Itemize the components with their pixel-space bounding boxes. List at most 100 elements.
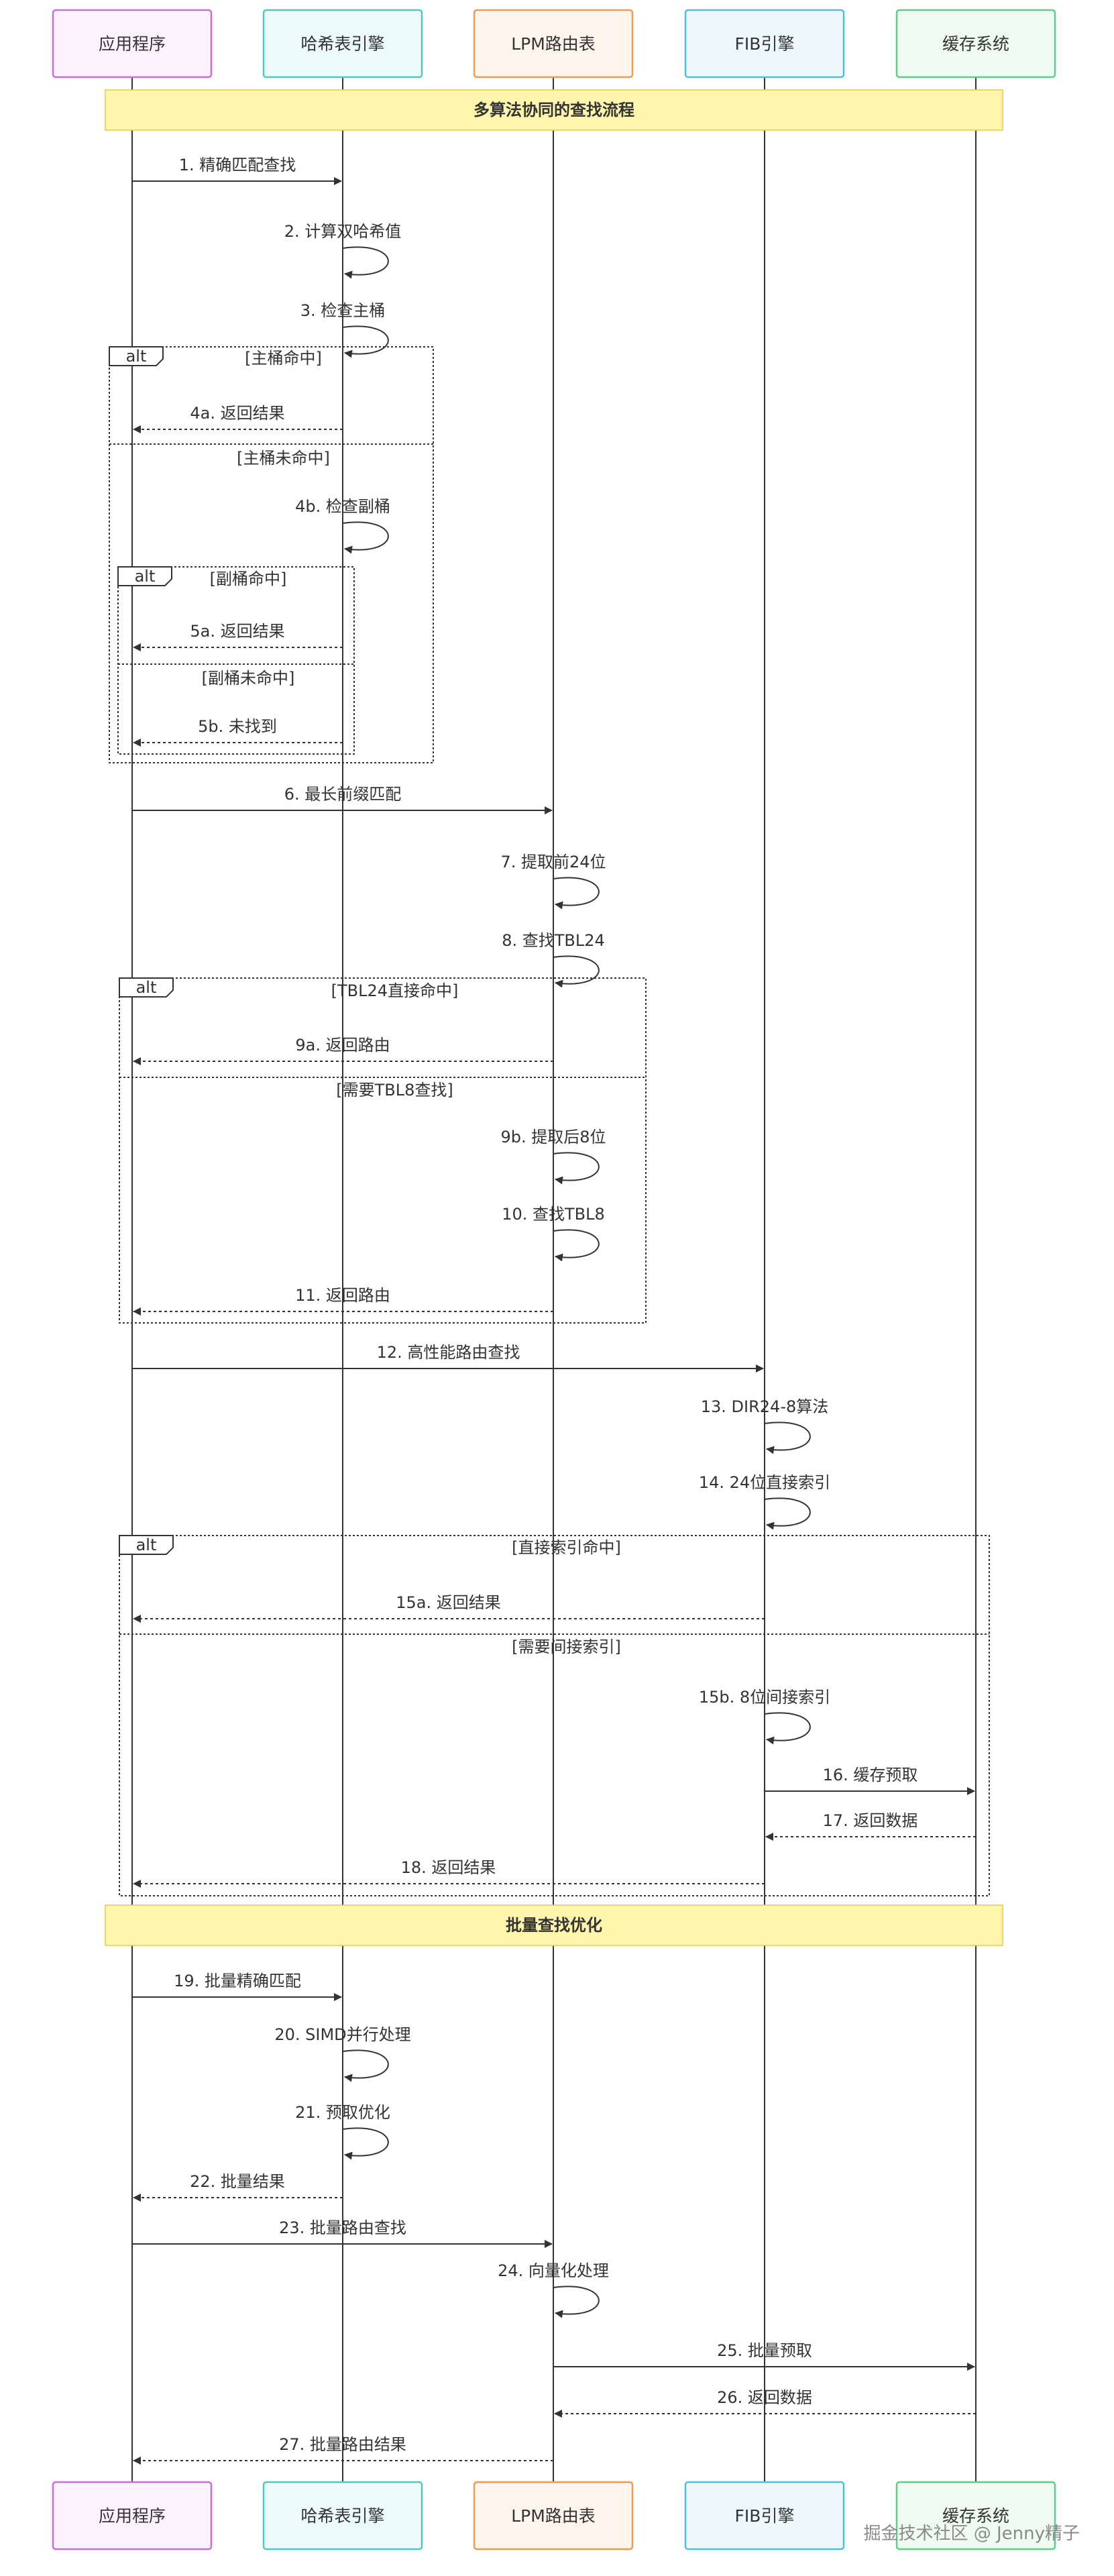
- message-16: 13. DIR24-8算法: [701, 1397, 828, 1454]
- message-label: 17. 返回数据: [823, 1811, 918, 1830]
- message-label: 9a. 返回路由: [295, 1036, 390, 1055]
- fragment-keyword: alt: [136, 1536, 157, 1554]
- message-4: 4a. 返回结果: [133, 404, 343, 433]
- fragment-frame: [119, 1535, 990, 1896]
- message-30: 26. 返回数据: [554, 2388, 976, 2418]
- message-5: 4b. 检查副桶: [295, 497, 390, 554]
- participant-box: [262, 2481, 423, 2551]
- participant-cache-top: 缓存系统: [895, 9, 1056, 78]
- participant-lpm-bottom: LPM路由表: [473, 2481, 634, 2551]
- participant-cache-bottom: 缓存系统: [895, 2481, 1056, 2551]
- message-17: 14. 24位直接索引: [699, 1473, 830, 1530]
- message-31: 27. 批量路由结果: [133, 2435, 553, 2465]
- participant-box: [684, 2481, 845, 2551]
- self-message-arrow: [342, 325, 389, 358]
- message-label: 24. 向量化处理: [498, 2261, 609, 2280]
- self-message-arrow: [764, 1712, 811, 1745]
- participant-box: [473, 2481, 634, 2551]
- participant-label: 应用程序: [99, 2506, 166, 2526]
- self-message-arrow: [553, 1152, 600, 1185]
- self-message-arrow: [764, 1497, 811, 1530]
- participant-fib-top: FIB引擎: [684, 9, 845, 78]
- self-message-arrow: [553, 877, 600, 910]
- message-3: 3. 检查主桶: [300, 301, 389, 358]
- message-22: 18. 返回结果: [133, 1858, 765, 1888]
- alt-fragment-1: alt [主桶命中] [主桶未命中]: [109, 346, 434, 763]
- note-text: 批量查找优化: [506, 1916, 602, 1935]
- participant-box: [895, 2481, 1056, 2551]
- message-10: 8. 查找TBL24: [502, 931, 605, 988]
- message-label: 10. 查找TBL8: [502, 1205, 605, 1224]
- watermark: 掘金技术社区 @ Jenny精子: [863, 2524, 1080, 2544]
- message-1: 1. 精确匹配查找: [132, 156, 342, 185]
- participant-box: [473, 9, 634, 78]
- participant-label: 缓存系统: [942, 2506, 1009, 2526]
- message-label: 2. 计算双哈希值: [284, 222, 402, 241]
- self-message-arrow: [553, 1229, 600, 1262]
- message-12: 9b. 提取后8位: [500, 1128, 606, 1185]
- fragment-condition: [主桶命中]: [245, 349, 322, 368]
- self-message-arrow: [342, 2049, 389, 2082]
- message-15: 12. 高性能路由查找: [132, 1343, 764, 1373]
- message-label: 7. 提取前24位: [500, 853, 606, 871]
- participant-box: [262, 9, 423, 78]
- fragment-condition: [直接索引命中]: [512, 1538, 621, 1557]
- participant-app-top: 应用程序: [52, 9, 213, 78]
- message-11: 9a. 返回路由: [133, 1036, 553, 1065]
- message-label: 3. 检查主桶: [300, 301, 386, 320]
- self-message-arrow: [764, 1421, 811, 1454]
- alt-fragment-2: alt[副桶命中][副桶未命中]: [117, 566, 355, 755]
- message-label: 16. 缓存预取: [823, 1766, 918, 1784]
- fragment-condition: [副桶未命中]: [202, 669, 295, 688]
- message-label: 22. 批量结果: [190, 2172, 285, 2191]
- message-label: 27. 批量路由结果: [279, 2435, 406, 2454]
- message-18: 15a. 返回结果: [133, 1593, 765, 1623]
- fragment-condition: [需要间接索引]: [512, 1638, 621, 1656]
- self-message-arrow: [342, 2127, 389, 2160]
- message-label: 4a. 返回结果: [190, 404, 284, 423]
- message-label: 11. 返回路由: [295, 1286, 390, 1305]
- participant-hash-top: 哈希表引擎: [262, 9, 423, 78]
- self-message-arrow: [342, 246, 389, 279]
- message-2: 2. 计算双哈希值: [284, 222, 402, 279]
- note-text: 多算法协同的查找流程: [474, 101, 634, 119]
- participant-box: [52, 9, 213, 78]
- message-label: 18. 返回结果: [401, 1858, 496, 1877]
- fragment-frame: [119, 977, 647, 1324]
- fragment-condition: [需要TBL8查找]: [336, 1081, 453, 1099]
- participant-box: [52, 2481, 213, 2551]
- participant-label: FIB引擎: [735, 34, 795, 54]
- fragment-label-box: [109, 346, 164, 366]
- alt-fragment-4: alt [直接索引命中] [需要间接索引]: [119, 1535, 990, 1896]
- fragment-keyword: alt: [126, 347, 147, 366]
- message-27: 23. 批量路由查找: [132, 2218, 553, 2248]
- participant-label: FIB引擎: [735, 2506, 795, 2526]
- message-label: 5b. 未找到: [198, 717, 277, 736]
- message-19: 15b. 8位间接索引: [699, 1688, 830, 1745]
- message-label: 4b. 检查副桶: [295, 497, 390, 516]
- fragment-condition: [主桶未命中]: [237, 449, 330, 468]
- participant-label: 应用程序: [99, 34, 166, 54]
- message-6: 5a. 返回结果: [133, 622, 343, 651]
- participant-box: [895, 9, 1056, 78]
- fragment-label-box: [119, 977, 174, 998]
- message-label: 23. 批量路由查找: [279, 2218, 406, 2237]
- message-label: 14. 24位直接索引: [699, 1473, 830, 1492]
- note-overlay-1: 多算法协同的查找流程: [105, 89, 1003, 131]
- message-25: 21. 预取优化: [295, 2103, 390, 2160]
- message-label: 9b. 提取后8位: [500, 1128, 606, 1146]
- participant-box: [684, 9, 845, 78]
- message-label: 15b. 8位间接索引: [699, 1688, 830, 1707]
- message-26: 22. 批量结果: [133, 2172, 343, 2202]
- fragment-frame: [117, 566, 355, 755]
- note-box: [105, 1904, 1003, 1946]
- participant-label: LPM路由表: [511, 34, 596, 54]
- message-label: 6. 最长前缀匹配: [284, 785, 402, 804]
- message-8: 6. 最长前缀匹配: [132, 785, 553, 814]
- message-label: 20. SIMD并行处理: [274, 2025, 410, 2044]
- message-label: 1. 精确匹配查找: [179, 156, 296, 174]
- participant-lpm-top: LPM路由表: [473, 9, 634, 78]
- message-label: 25. 批量预取: [717, 2341, 812, 2360]
- message-24: 20. SIMD并行处理: [274, 2025, 411, 2082]
